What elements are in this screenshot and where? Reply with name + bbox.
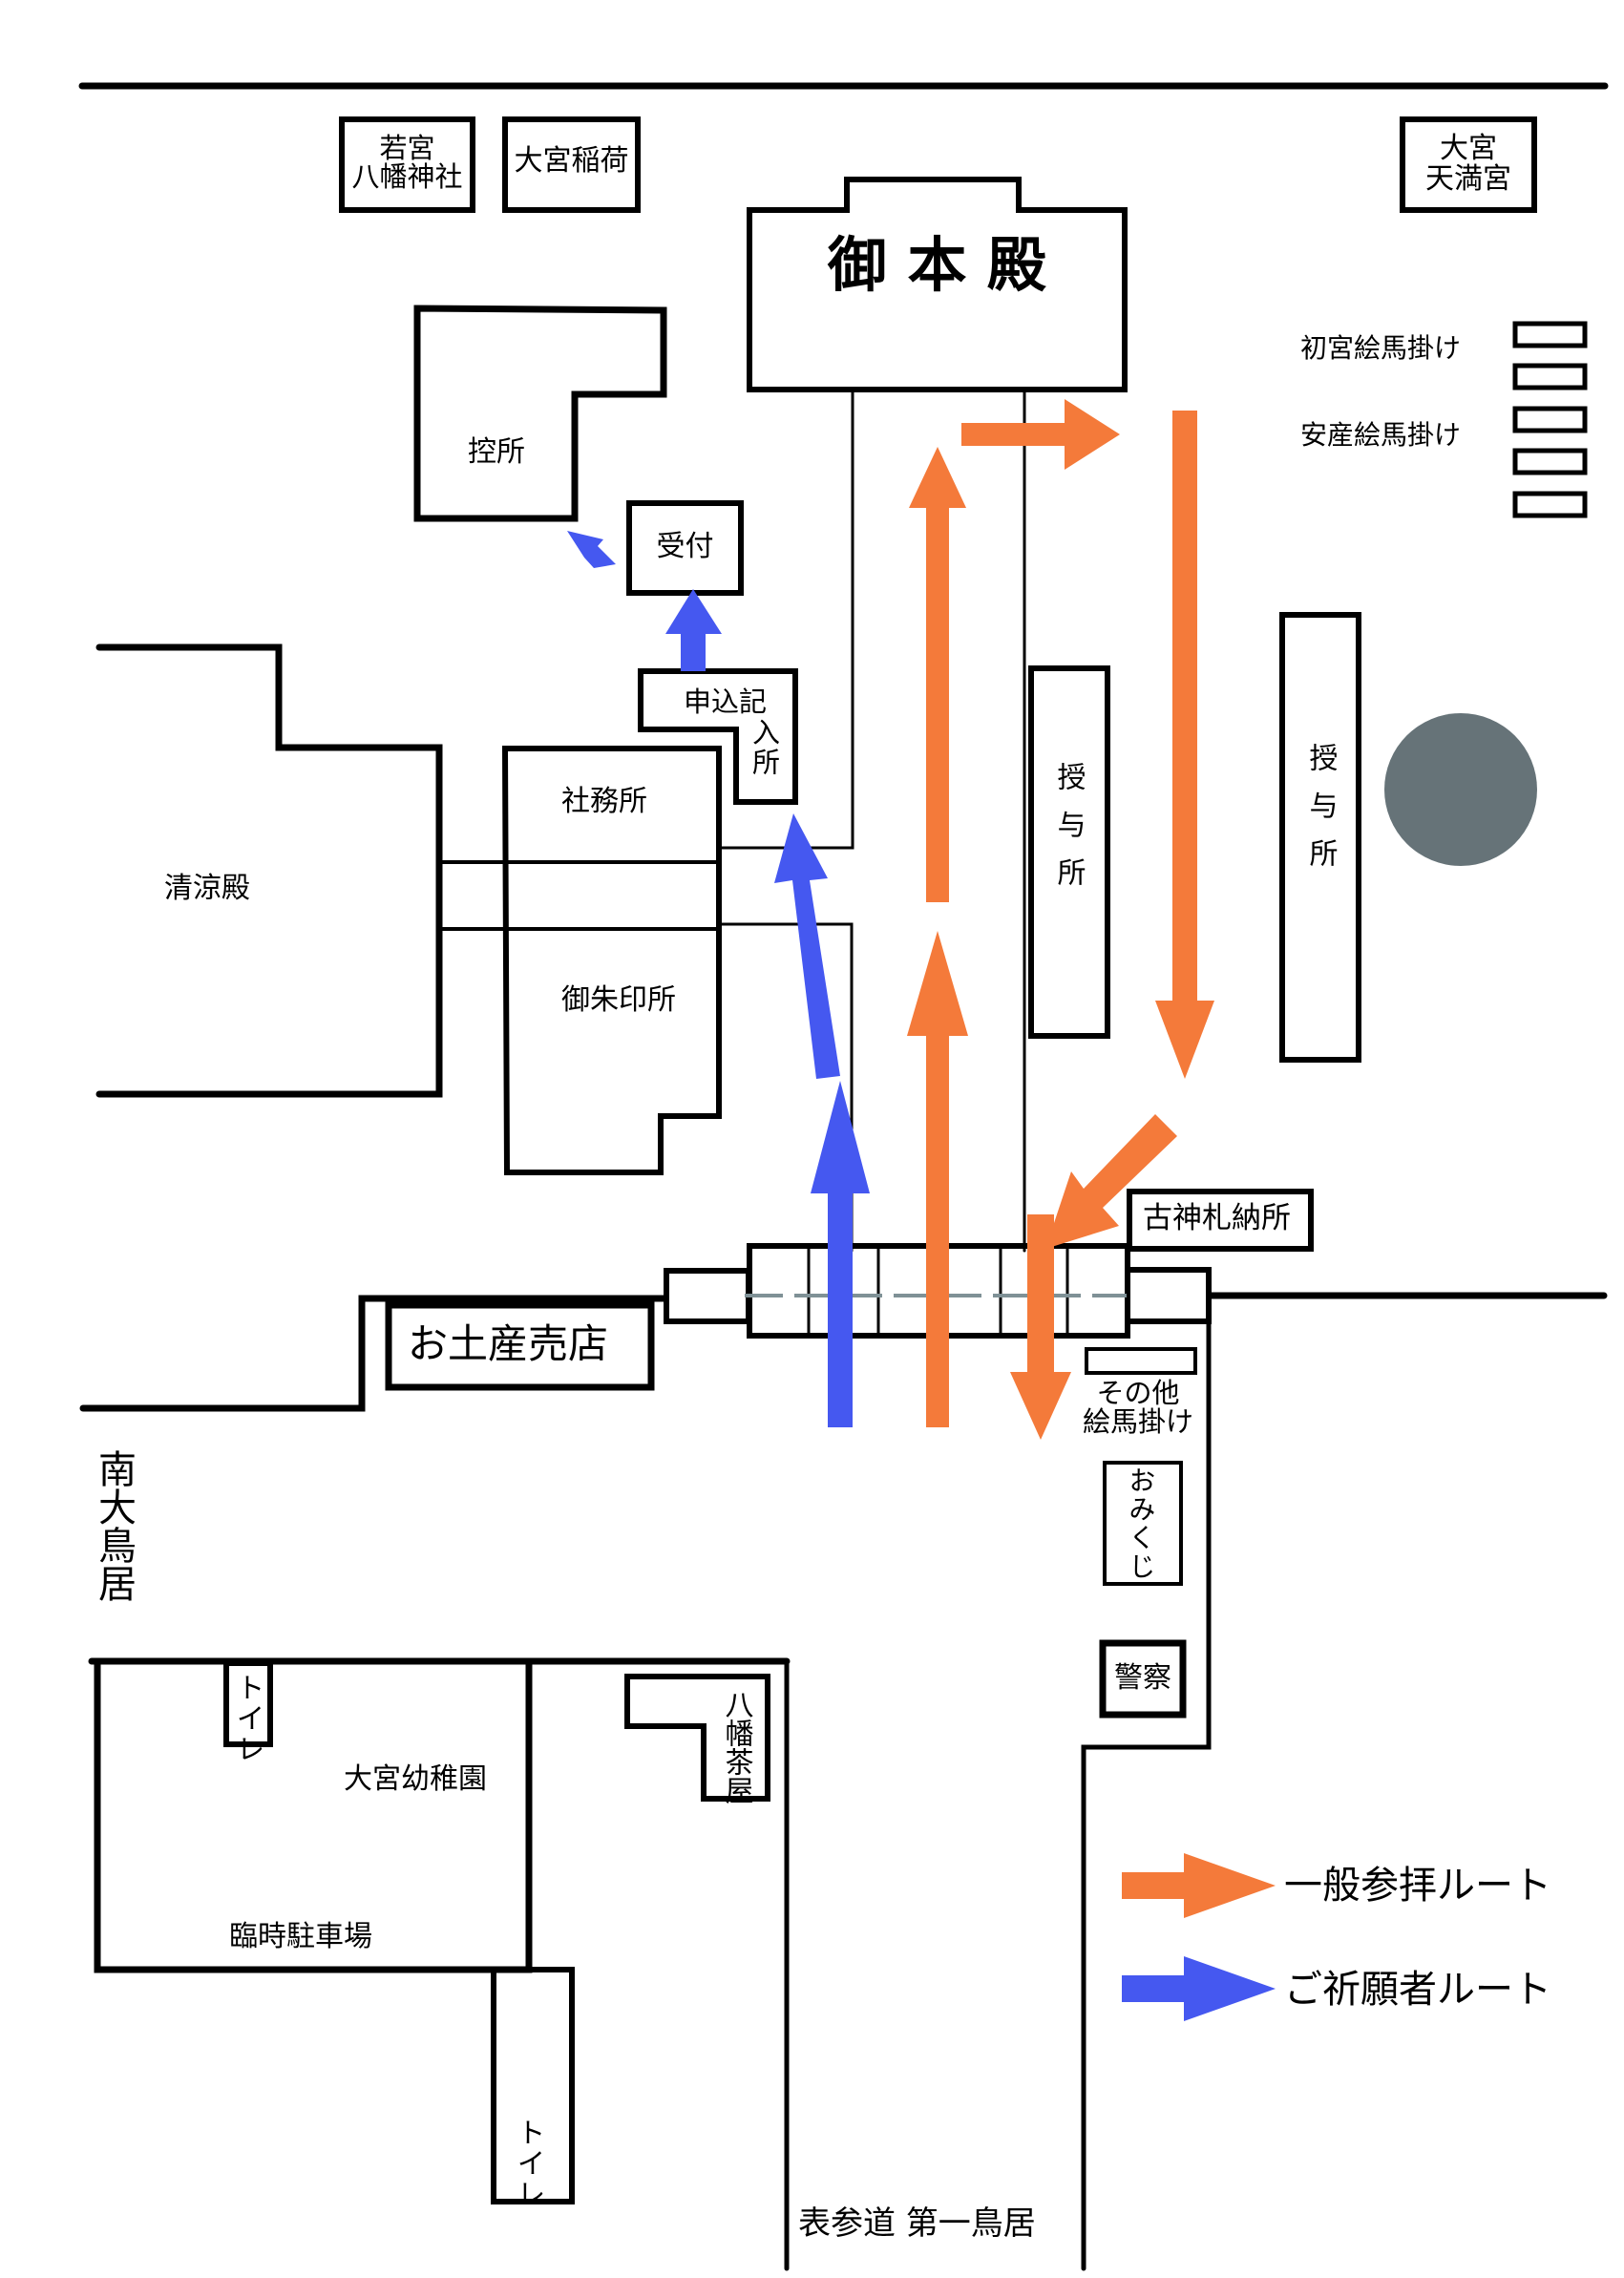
tenmangu-label-line2: 天満宮 [1425,161,1511,196]
uketsuke-box [626,500,744,596]
seiryoden-label: 清涼殿 [164,872,250,905]
seiryoden-outline [95,643,443,1098]
juyojo-right-label: 授与所 [1303,743,1338,886]
fence-line-upper [717,388,854,850]
legend-arrows [1122,1853,1276,2021]
omikuji-label: おみくじ [1125,1466,1157,1581]
goshuinjo-label: 御朱印所 [561,983,676,1017]
juyojo-right-box [1279,612,1361,1063]
tenmangu-box [1400,116,1537,213]
toilet-bottom-label: トイレ [511,2118,545,2209]
prayer-route-to-uketsuke [681,627,706,671]
prayer-route-to-hikaejo [567,531,616,568]
other-ema-label: その他 絵馬掛け [1066,1379,1210,1437]
wakamiya-label-line2: 八幡神社 [351,160,463,194]
kindergarten-outline [94,1659,533,1973]
east-path-line [1081,1315,1212,2271]
ema-rack-2 [1512,363,1588,390]
inari-box [502,116,641,213]
south-west-boundary-line [79,1295,667,1412]
inari-label: 大宮稲荷 [514,144,629,178]
general-route-diagonal [1045,1114,1177,1249]
omotesando-label: 表参道 第一鳥居 [798,2204,1036,2243]
prayer-route [567,531,870,1427]
tenmangu-label-line1: 大宮 [1440,132,1497,165]
prayer-route-to-uketsuke-head [665,589,722,634]
chaya-label: 八幡茶屋 [719,1690,753,1804]
kofuda-label: 古神札納所 [1143,1201,1291,1235]
moushikomi-label-line1: 申込記 [684,686,768,718]
minami-torii-label: 南大鳥居 [92,1449,136,1602]
general-route-up-lower [926,979,949,1427]
parking-label: 臨時駐車場 [229,1920,372,1953]
police-box [1099,1639,1187,1719]
general-route-down [1172,411,1197,1002]
shamusho-label: 社務所 [561,785,647,818]
tenmangu-label: 大宮 天満宮 [1403,134,1534,194]
gate-left-wing [664,1268,751,1324]
juyojo-left-box [1028,665,1110,1039]
general-route-exit-head [1010,1372,1071,1440]
general-route-exit [1027,1214,1054,1372]
legend-prayer-route-label: ご祈願者ルート [1284,1968,1551,2012]
kofuda-box [1127,1189,1314,1252]
ema-rack-1 [1512,321,1588,348]
general-route-right-head [1065,399,1120,470]
ema-rack-3 [1512,406,1588,433]
chaya-outline [624,1674,770,1802]
other-ema-rack [1085,1347,1197,1375]
wakamiya-box [339,116,475,213]
prayer-route-diagonal [774,813,840,1079]
omiyage-label: お土産売店 [408,1320,609,1367]
toilet-bottom-box [491,1967,575,2204]
toilet-top-box [223,1660,273,1747]
honden-outline [747,177,1128,392]
hikaejo-outline [413,305,667,522]
other-ema-label-line2: 絵馬掛け [1082,1405,1193,1439]
wakamiya-label: 若宮 八幡神社 [342,134,473,192]
moushikomi-outline [638,668,798,805]
legend-general-route-label: 一般参拝ルート [1284,1864,1551,1908]
general-route-up-upper-head [909,447,966,508]
gate-right-wing [1125,1267,1212,1324]
blue-arrow-icon [1122,1956,1276,2021]
honden-label: 御 本 殿 [827,230,1047,300]
uketsuke-label: 受付 [656,530,714,563]
general-route-up-upper [926,496,949,902]
general-route-up-lower-head [907,931,968,1036]
general-route [907,399,1214,1440]
prayer-route-up [828,1184,853,1427]
orange-arrow-icon [1122,1853,1276,1918]
police-label: 警察 [1114,1661,1171,1695]
pond-icon [1384,713,1537,866]
ema-rack-4 [1512,448,1588,475]
general-route-down-head [1155,1001,1214,1079]
omikuji-box [1103,1461,1183,1586]
wakamiya-label-line1: 若宮 [379,132,435,164]
other-ema-label-line1: その他 [1096,1377,1180,1409]
moushikomi-label-line2: 入所 [748,718,781,777]
prayer-route-up-head [811,1081,870,1193]
kindergarten-label: 大宮幼稚園 [344,1762,487,1796]
ema-rack-5 [1512,491,1588,518]
juyojo-left-label: 授与所 [1051,762,1086,905]
shamusho-outline [501,746,722,1175]
omiyage-box [385,1301,655,1391]
toilet-top-label: トイレ [230,1673,264,1764]
anzan-ema-label: 安産絵馬掛け [1300,419,1462,451]
hikaejo-label: 控所 [468,435,525,469]
hatsumiya-ema-label: 初宮絵馬掛け [1300,332,1462,364]
